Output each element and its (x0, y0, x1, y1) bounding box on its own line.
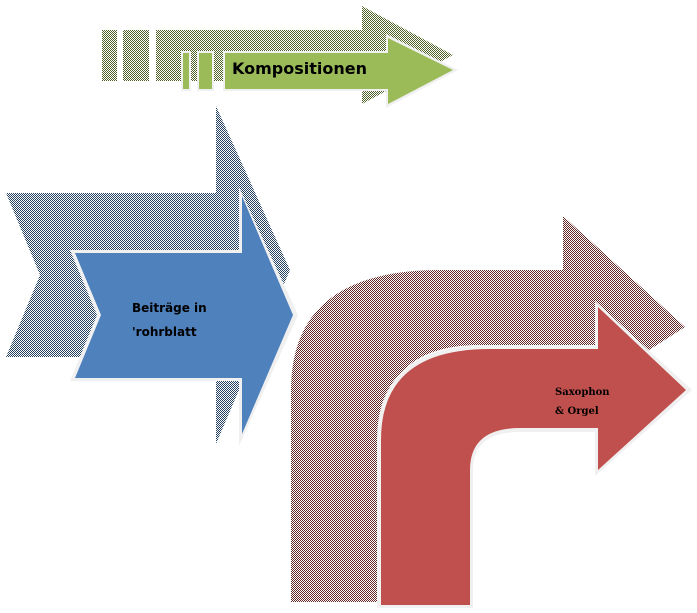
saxophon-label-line2: & Orgel (555, 406, 599, 417)
beitraege-arrow[interactable] (70, 187, 298, 446)
kompositionen-arrow[interactable] (181, 34, 458, 108)
kompositionen-label: Kompositionen (232, 59, 367, 78)
saxophon-arrow[interactable] (377, 301, 692, 608)
beitraege-label-line1: Beiträge in (132, 301, 207, 315)
beitraege-label-line2: 'rohrblatt (132, 325, 197, 339)
beitraege-label: Beiträge in 'rohrblatt (132, 296, 242, 344)
saxophon-label: Saxophon & Orgel (555, 383, 610, 421)
saxophon-label-line1: Saxophon (555, 387, 610, 398)
saxophon-arrow-shadow (291, 216, 685, 602)
